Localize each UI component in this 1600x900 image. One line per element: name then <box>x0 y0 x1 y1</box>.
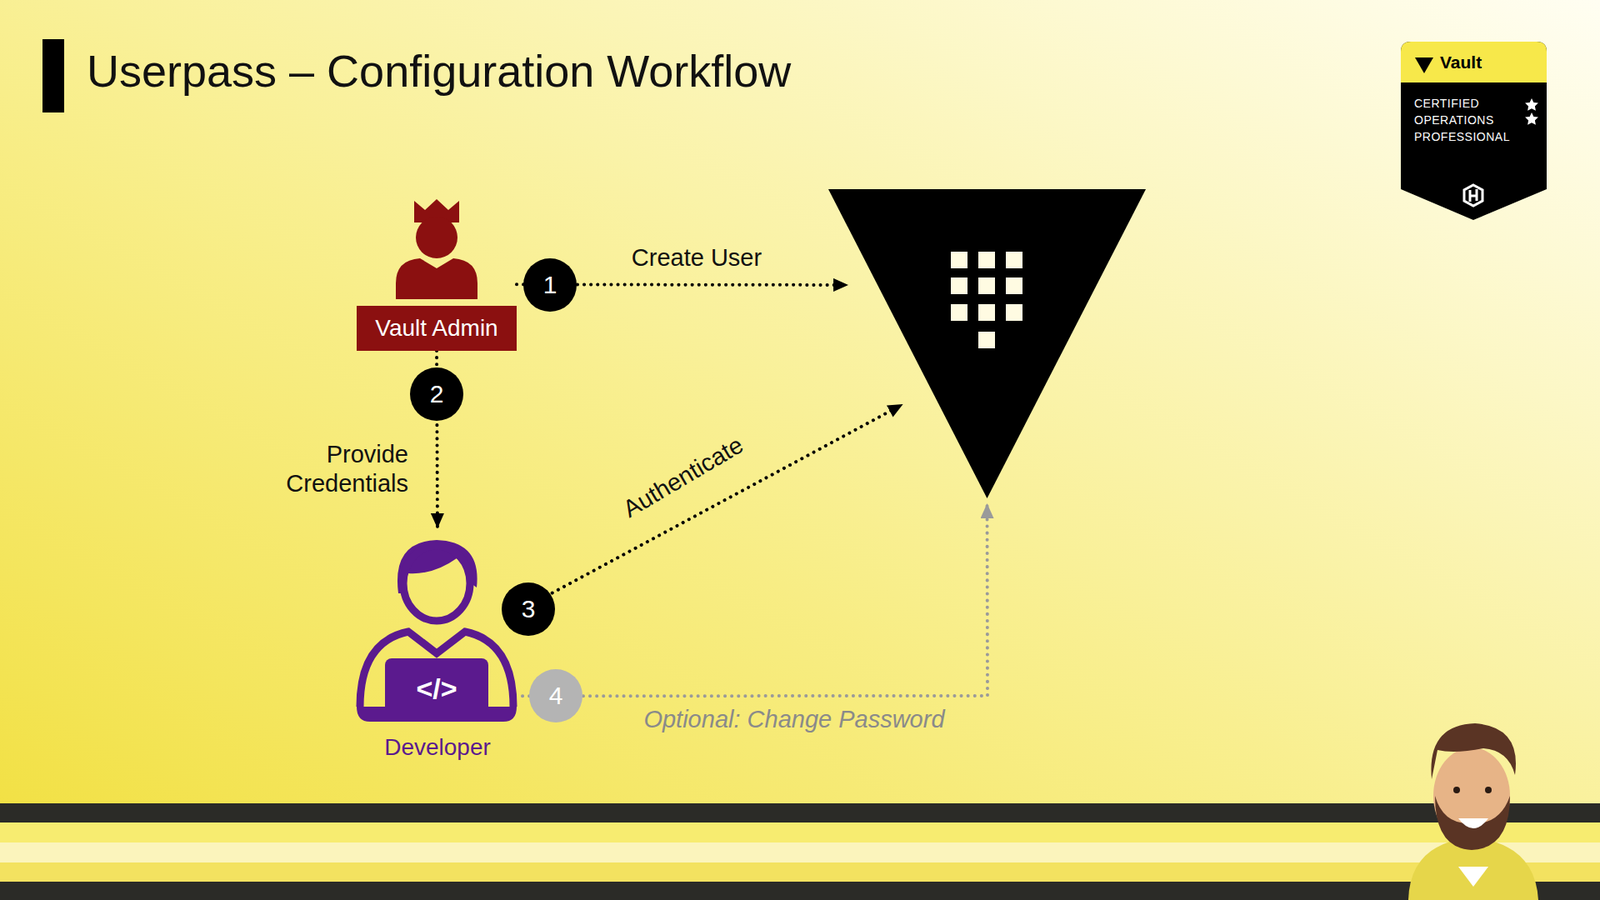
edge-label: Optional: Change Password <box>610 705 978 735</box>
callout-number: 1 <box>523 258 577 312</box>
badge-text: CERTIFIED <box>1414 96 1480 110</box>
vault-triangle-shape <box>828 189 1146 499</box>
vault-logo <box>828 189 1146 499</box>
vault-logo-square <box>1005 251 1023 269</box>
callout-number: 4 <box>529 669 583 723</box>
presenter-avatar <box>1485 786 1492 794</box>
code-symbol: </> <box>395 670 479 707</box>
certification-badge <box>1464 185 1483 206</box>
presenter-avatar <box>1430 723 1516 780</box>
vault-logo-square <box>950 277 968 295</box>
vault-logo-square <box>1005 304 1023 321</box>
presenter-avatar <box>1458 818 1489 829</box>
certification-badge <box>1400 41 1547 83</box>
edge-label: Create User <box>583 243 810 273</box>
vault-logo-square <box>950 304 968 321</box>
certification-badge <box>1400 41 1547 220</box>
vault-triangle <box>828 189 1146 499</box>
certification-badge <box>1470 189 1477 202</box>
vault-logo-square <box>1005 277 1023 295</box>
vault-logo-square <box>978 277 995 295</box>
admin-icon <box>395 258 478 300</box>
stripe <box>0 842 1600 863</box>
badge-text: PROFESSIONAL <box>1414 130 1510 144</box>
flow-arrow <box>522 405 902 610</box>
stripe <box>0 803 1600 823</box>
certification-badge <box>1400 41 1547 220</box>
callout-number: 2 <box>410 367 464 421</box>
callout-number: 3 <box>501 582 555 636</box>
stripe <box>0 881 1600 900</box>
vault-logo-square <box>978 331 995 349</box>
role-label: Vault Admin <box>356 305 517 351</box>
stripe <box>0 822 1600 843</box>
flow-arrow <box>522 505 988 696</box>
vault-logo-square <box>950 251 968 269</box>
vault-logo-square <box>978 251 995 269</box>
admin-icon <box>395 199 478 300</box>
certification-badge <box>1415 57 1434 74</box>
role-caption: Developer <box>352 732 523 763</box>
presenter-avatar <box>1435 795 1510 850</box>
developer-figure: Developer <box>352 533 523 763</box>
badge-text: OPERATIONS <box>1414 113 1495 127</box>
presenter-avatar <box>1453 786 1460 794</box>
stripe <box>0 862 1600 882</box>
certification-badge <box>1525 112 1539 125</box>
edge-label: Authenticate <box>604 422 763 533</box>
certification-badge <box>1525 98 1539 111</box>
badge-text: Vault <box>1440 52 1482 73</box>
presenter-avatar <box>1458 866 1489 887</box>
slide-title: Userpass – Configuration Workflow <box>86 45 791 97</box>
developer-icon <box>356 540 517 722</box>
admin-icon <box>415 216 458 259</box>
developer-icon <box>403 545 470 621</box>
presenter-avatar <box>1408 723 1539 900</box>
admin-figure: Vault Admin <box>356 200 517 351</box>
vault-logo-square <box>978 304 995 321</box>
developer-icon <box>356 706 517 722</box>
title-bar <box>42 39 65 113</box>
edge-label: Provide Credentials <box>250 440 409 500</box>
